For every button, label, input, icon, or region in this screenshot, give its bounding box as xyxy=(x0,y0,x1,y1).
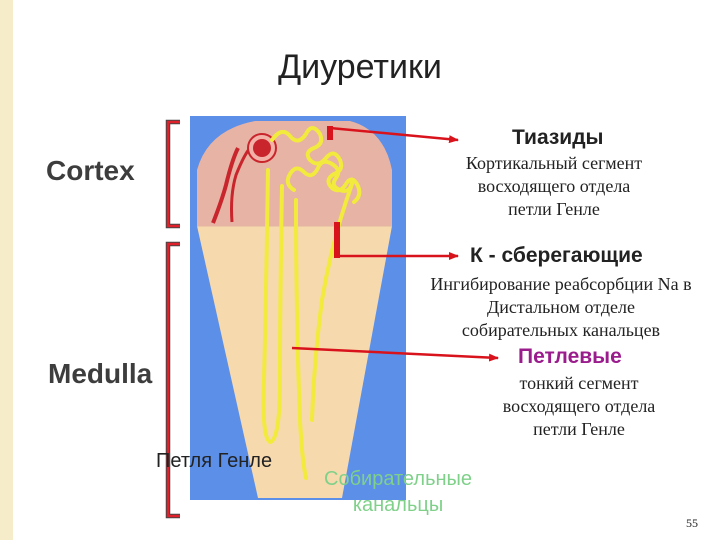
glomerulus xyxy=(253,139,271,157)
k-sparing-desc-line: собирательных канальцев xyxy=(461,320,661,340)
k-sparing-desc-line: Дистальном отделе xyxy=(486,297,636,317)
thiazide-desc-line: Кортикальный сегмент xyxy=(465,153,643,173)
blood-vessel-left xyxy=(211,147,240,224)
k-sparing-desc-line: Ингибирование реабсорбции Na в xyxy=(430,274,692,294)
collecting-duct xyxy=(294,198,308,480)
thiazide-description: Кортикальный сегмент восходящего отдела … xyxy=(444,152,664,221)
loop-diuretic-description: тонкий сегмент восходящего отдела петли … xyxy=(468,372,690,441)
k-sparing-description: Ингибирование реабсорбции Na в Дистально… xyxy=(410,273,712,342)
loop-of-henle-descending xyxy=(261,168,270,442)
loop-diuretic-arrow xyxy=(291,346,499,362)
collecting-ducts-line: канальцы xyxy=(352,494,444,516)
proximal-convoluted-tubule xyxy=(270,126,362,204)
collecting-ducts-line: Собирательные xyxy=(324,468,473,490)
cortex-zone xyxy=(197,121,392,226)
medulla-zone xyxy=(197,226,392,498)
thiazide-arrow-base xyxy=(327,126,333,140)
medulla-label: Medulla xyxy=(48,358,153,389)
thiazide-desc-line: восходящего отдела xyxy=(477,176,631,196)
thiazide-heading: Тиазиды xyxy=(512,126,604,149)
loop-of-henle-ascending xyxy=(268,184,284,444)
page-number: 55 xyxy=(686,516,698,530)
loop-diuretic-desc-line: восходящего отдела xyxy=(502,396,656,416)
k-sparing-heading: К - сберегающие xyxy=(470,244,643,267)
loop-diuretic-desc-line: тонкий сегмент xyxy=(519,373,639,393)
collecting-duct-branch xyxy=(310,182,354,422)
cortex-bracket xyxy=(165,119,180,229)
k-sparing-arrow-base xyxy=(334,222,340,258)
loop-diuretic-desc-line: петли Генле xyxy=(533,419,625,439)
background-stripe xyxy=(0,0,13,540)
loop-diuretic-heading: Петлевые xyxy=(518,345,622,368)
loop-of-henle-label: Петля Генле xyxy=(156,450,273,472)
page-title: Диуретики xyxy=(278,48,442,86)
collecting-ducts-label: Собирательные канальцы xyxy=(324,466,472,518)
medulla-bracket xyxy=(165,241,180,519)
blood-vessel-right xyxy=(230,147,252,223)
thiazide-desc-line: петли Генле xyxy=(508,199,600,219)
distal-convoluted-tubule xyxy=(285,159,354,193)
cortex-label: Cortex xyxy=(46,155,135,186)
